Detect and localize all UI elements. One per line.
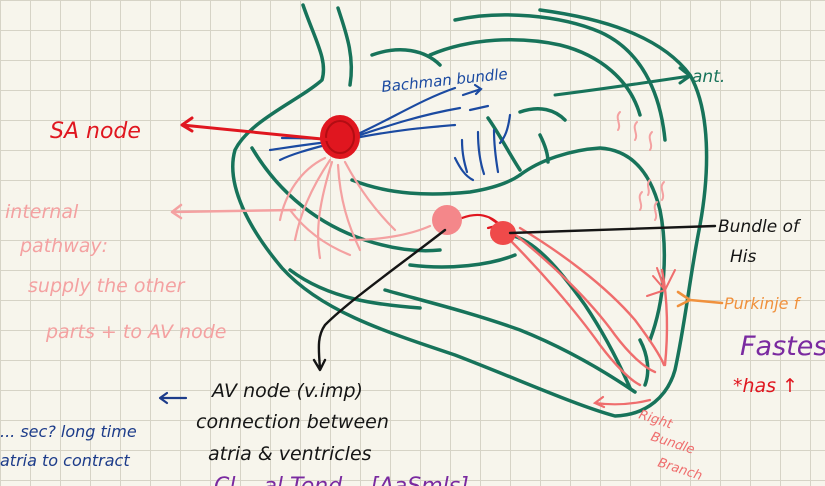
av-node-label-line2: connection between <box>196 411 389 433</box>
bachmann-arrow <box>470 106 488 110</box>
purkinje-arrow <box>678 292 722 306</box>
internal-pathway-line4: parts + to AV node <box>45 321 226 343</box>
sec-label-line1: ... sec? long time <box>0 422 137 441</box>
purkinje-label: Purkinje f <box>724 294 802 313</box>
bachmann-bundle <box>270 85 510 180</box>
lower-chamber <box>290 270 420 308</box>
bachmann-arrow <box>494 130 498 172</box>
av-node-label-line3: atria & ventricles <box>208 443 372 465</box>
bachmann-arrow <box>462 140 467 172</box>
right-bundle-branch <box>505 228 667 407</box>
bundle-of-his-label-line2: His <box>730 247 757 267</box>
bundle-of-his-label-line1: Bundle of <box>718 217 802 237</box>
right-bundle-branch-label-line2: Bundle <box>649 430 697 458</box>
internal-pathway-line2: pathway: <box>19 235 108 257</box>
septum-ridge <box>410 255 515 267</box>
internal-pathway-arrow <box>172 205 295 218</box>
ant-label: ant. <box>692 67 725 87</box>
sa-node-label: SA node <box>50 119 141 144</box>
pathway-fiber <box>295 160 330 240</box>
sec-arrow <box>160 393 186 403</box>
internal-pathway-line3: supply the other <box>28 275 186 297</box>
sec-label-line2: atria to contract <box>0 451 130 470</box>
bachmann-fiber <box>345 88 455 140</box>
purkinje-squiggle <box>618 112 620 130</box>
vessel-branch-1 <box>372 50 440 65</box>
vessel-stub <box>540 135 548 162</box>
purkinje-squiggle <box>650 132 652 150</box>
bundle-branch-return-arrow <box>595 397 650 407</box>
internal-pathway-line1: internal <box>5 201 79 223</box>
aortic-arch <box>338 8 351 85</box>
purkinje-squiggle <box>655 202 657 220</box>
av-node <box>432 205 462 235</box>
right-bundle-branch-label-line1: Right <box>637 408 675 433</box>
bachmann-arrow <box>478 132 484 174</box>
av-node-label-line1: AV node (v.imp) <box>210 380 363 402</box>
purkinje-squiggle <box>635 122 637 140</box>
purkinje-fork <box>647 268 675 296</box>
bundle-his-arrow <box>510 226 715 233</box>
purkinje-squiggle <box>662 182 664 200</box>
vessel-branch-2 <box>488 118 520 170</box>
leader-arrows <box>160 68 722 403</box>
bottom-cutoff-text: Cl....al Tend... [AaSmls] <box>214 474 469 486</box>
sa-node-arrow <box>182 118 332 140</box>
fastest-label: Fastes <box>740 331 825 362</box>
has-label: *has ↑ <box>733 375 798 397</box>
vessel-branch-3 <box>520 109 565 120</box>
right-bundle-branch-label-line3: Branch <box>656 456 704 484</box>
pathway-fiber <box>345 162 395 230</box>
purkinje-squiggle <box>640 192 642 210</box>
inner-ventricle-left-2 <box>520 148 664 340</box>
atrial-floor <box>352 175 520 194</box>
